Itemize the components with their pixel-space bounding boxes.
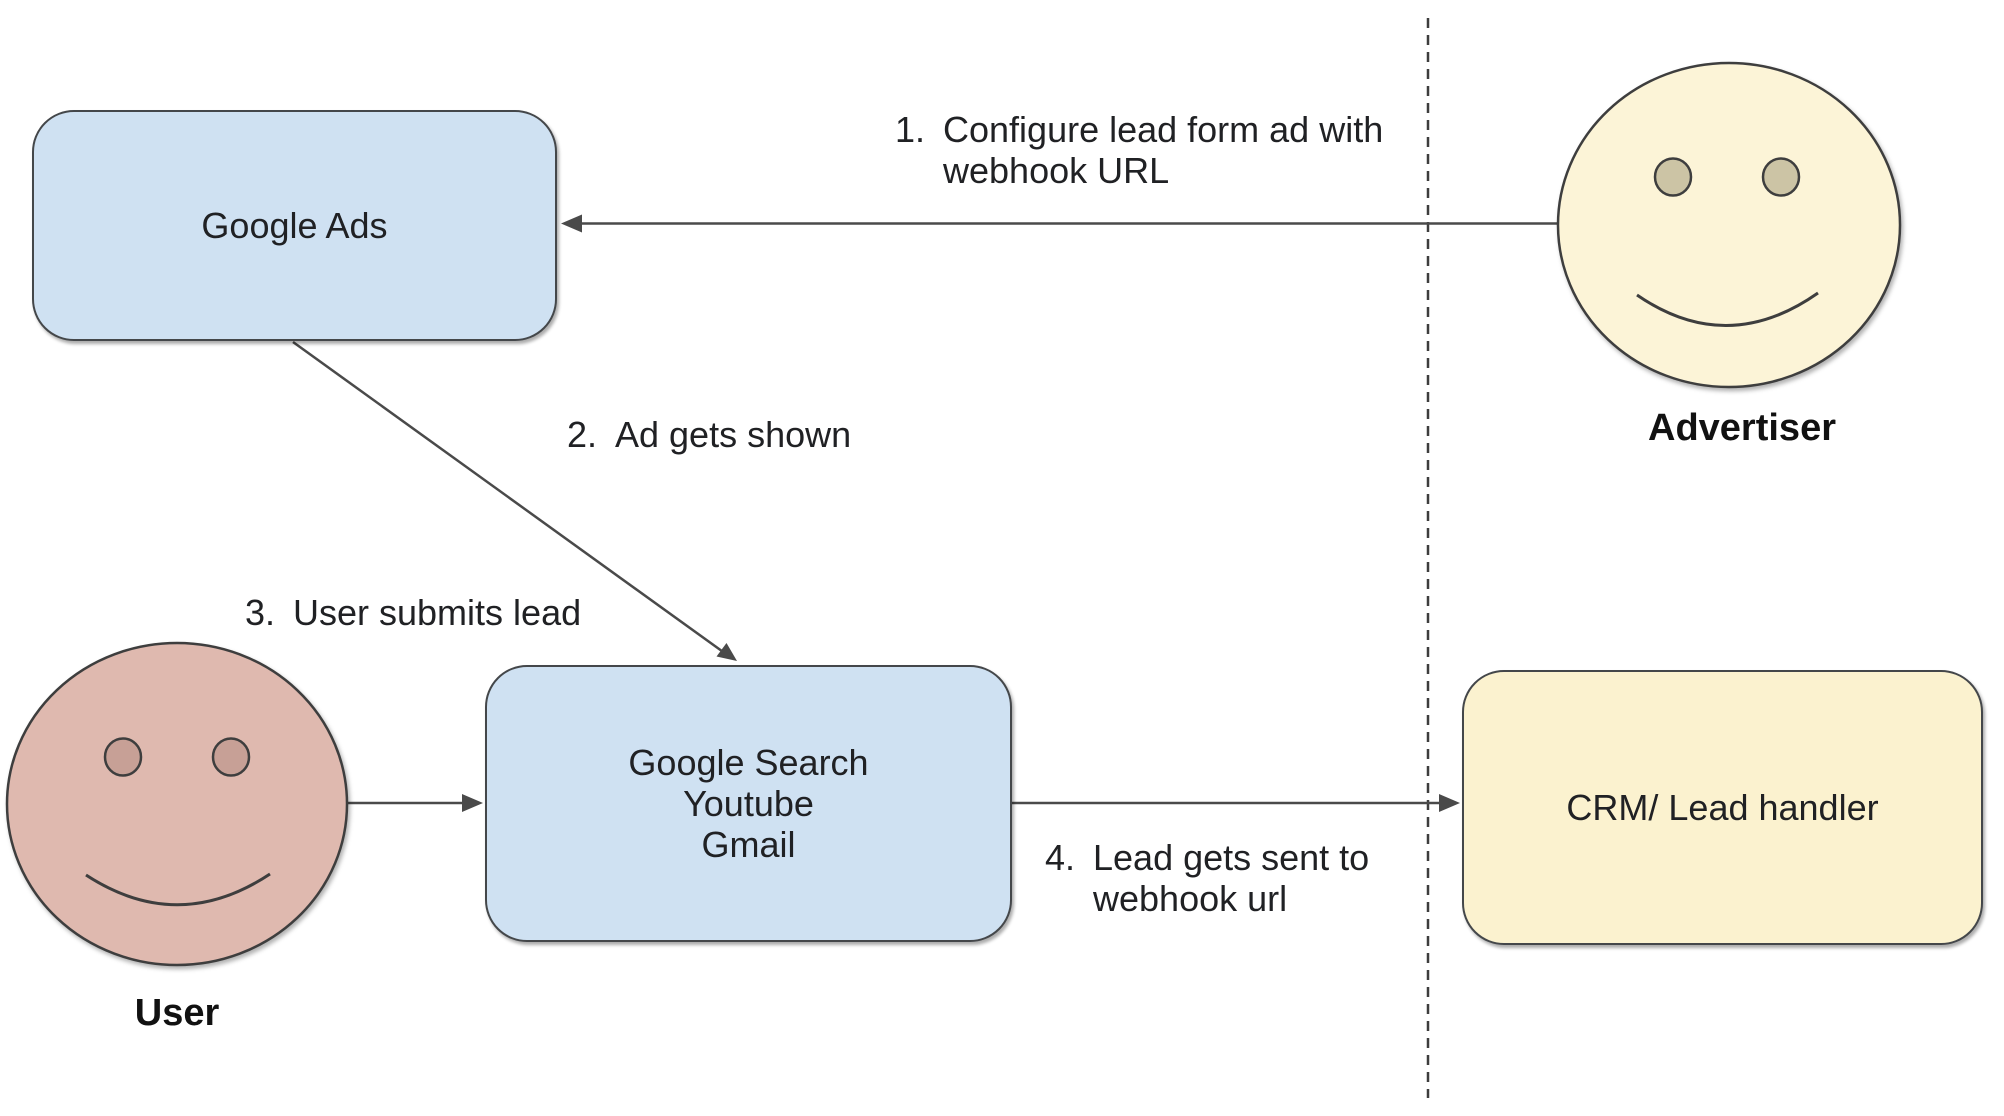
step-4-text: Lead gets sent to webhook url xyxy=(1093,837,1370,919)
arrow-user-submits-lead xyxy=(347,794,483,812)
user-smile-icon xyxy=(85,872,271,907)
step-3-number: 3. xyxy=(245,592,276,633)
google-properties-line-2: Youtube xyxy=(683,783,814,824)
advertiser-label: Advertiser xyxy=(1648,407,1836,449)
arrow-configure-lead-form xyxy=(561,214,1558,233)
user-label: User xyxy=(134,992,220,1034)
step-2-number: 2. xyxy=(567,414,598,455)
crm-lead-handler-label: CRM/ Lead handler xyxy=(1566,787,1879,828)
step-4-number: 4. xyxy=(1045,837,1076,878)
step-1-text: Configure lead form ad with webhook URL xyxy=(943,109,1384,191)
advertiser-left-eye-icon xyxy=(1653,157,1693,197)
step-3-text: User submits lead xyxy=(293,592,582,633)
step-2-ad-gets-shown: 2. Ad gets shown xyxy=(567,414,851,455)
google-properties-line-1: Google Search xyxy=(628,742,869,783)
user-left-eye-icon xyxy=(103,737,143,777)
google-ads-box: Google Ads xyxy=(32,110,557,341)
user-face xyxy=(5,641,349,967)
google-ads-label: Google Ads xyxy=(201,205,388,246)
advertiser-face-circle xyxy=(1556,61,1902,389)
arrowhead-left-icon xyxy=(561,214,582,233)
arrow-lead-sent-webhook xyxy=(1012,794,1460,812)
step-1-configure-lead-form: 1. Configure lead form ad with webhook U… xyxy=(895,109,1403,191)
step-1-number: 1. xyxy=(895,109,926,150)
advertiser-smile-icon xyxy=(1636,291,1819,327)
arrowhead-right-icon xyxy=(1439,794,1460,812)
google-properties-line-3: Gmail xyxy=(701,824,796,865)
user-face-circle xyxy=(5,641,349,967)
arrowhead-diagonal-icon xyxy=(716,643,737,661)
advertiser-right-eye-icon xyxy=(1761,157,1801,197)
arrow-ad-gets-shown xyxy=(292,340,737,661)
arrowhead-right-icon xyxy=(462,794,483,812)
step-2-text: Ad gets shown xyxy=(615,414,852,455)
google-properties-box: Google Search Youtube Gmail xyxy=(485,665,1012,942)
crm-lead-handler-box: CRM/ Lead handler xyxy=(1462,670,1983,945)
step-4-lead-sent-webhook: 4. Lead gets sent to webhook url xyxy=(1045,837,1393,919)
advertiser-face xyxy=(1556,61,1902,389)
user-right-eye-icon xyxy=(211,737,251,777)
step-3-user-submits-lead: 3. User submits lead xyxy=(245,592,581,633)
